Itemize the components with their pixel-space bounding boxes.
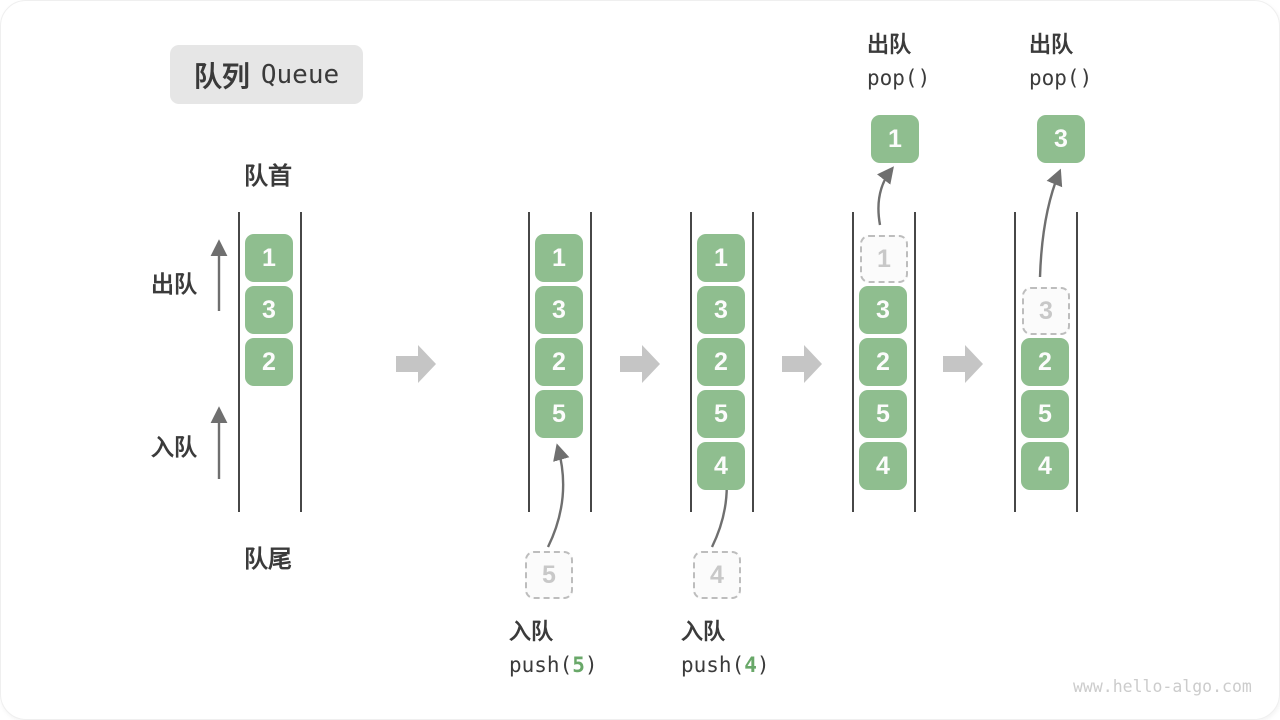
queue-cell: 1 <box>697 234 745 282</box>
queue-cell: 2 <box>859 338 907 386</box>
queue-cell: 5 <box>859 390 907 438</box>
op-code-arg: 4 <box>744 653 757 677</box>
op-code-fn: push( <box>509 653 573 677</box>
op-pop1-code: pop() <box>867 66 931 90</box>
queue-wall <box>914 212 916 512</box>
pop1-arrow-icon <box>877 166 894 226</box>
queue-cell: 2 <box>697 338 745 386</box>
op-push4-name: 入队 <box>681 619 726 644</box>
popped-cell: 1 <box>871 115 919 163</box>
queue-cell: 2 <box>535 338 583 386</box>
title-badge: 队列 Queue <box>170 45 363 104</box>
queue-cell: 1 <box>535 234 583 282</box>
queue-cell: 4 <box>697 442 745 490</box>
op-pop1-name: 出队 <box>867 32 912 57</box>
op-code-fn: push( <box>681 653 745 677</box>
op-pop2-name: 出队 <box>1029 32 1074 57</box>
op-label-pop2: 出队 pop() <box>1029 34 1092 89</box>
op-label-push4: 入队 push(4) <box>681 621 770 676</box>
pop2-arrow-icon <box>1038 168 1063 278</box>
queue-wall <box>238 212 240 512</box>
queue-cell: 3 <box>535 286 583 334</box>
op-label-pop1: 出队 pop() <box>867 34 930 89</box>
op-code-close: ) <box>584 653 598 677</box>
queue-wall <box>690 212 692 512</box>
queue-wall <box>528 212 530 512</box>
queue-cell: 4 <box>859 442 907 490</box>
queue-wall <box>852 212 854 512</box>
queue-rear-label: 队尾 <box>244 546 292 573</box>
queue-cell: 5 <box>697 390 745 438</box>
removed-cell: 3 <box>1022 287 1070 335</box>
step-arrow-icon <box>620 345 660 383</box>
removed-cell: 1 <box>860 235 908 283</box>
incoming-cell: 4 <box>693 551 741 599</box>
queue-cell: 3 <box>697 286 745 334</box>
op-pop2-code: pop() <box>1029 66 1093 90</box>
queue-cell: 3 <box>859 286 907 334</box>
step-arrow-icon <box>943 345 983 383</box>
push5-arrow-icon <box>546 443 570 548</box>
queue-cell: 2 <box>245 338 293 386</box>
queue-cell: 3 <box>245 286 293 334</box>
queue-cell: 4 <box>1021 442 1069 490</box>
op-code-arg: 5 <box>572 653 585 677</box>
step-arrow-icon <box>396 345 436 383</box>
queue-wall <box>300 212 302 512</box>
queue-cell: 5 <box>1021 390 1069 438</box>
op-push5-name: 入队 <box>509 619 554 644</box>
step-arrow-icon <box>782 345 822 383</box>
queue-front-label: 队首 <box>244 163 292 190</box>
popped-cell: 3 <box>1037 115 1085 163</box>
queue-wall <box>1014 212 1016 512</box>
queue-cell: 5 <box>535 390 583 438</box>
op-push5-code: push(5) <box>509 655 598 676</box>
incoming-cell: 5 <box>525 551 573 599</box>
watermark: www.hello-algo.com <box>1073 677 1252 696</box>
title-en: Queue <box>260 59 340 90</box>
queue-wall <box>752 212 754 512</box>
op-push4-code: push(4) <box>681 655 770 676</box>
queue-cell: 1 <box>245 234 293 282</box>
op-code-close: ) <box>756 653 770 677</box>
title-zh: 队列 <box>193 60 250 92</box>
queue-wall <box>590 212 592 512</box>
queue-wall <box>1076 212 1078 512</box>
dequeue-side-label: 出队 <box>151 271 197 297</box>
queue-cell: 2 <box>1021 338 1069 386</box>
enqueue-side-label: 入队 <box>151 434 197 460</box>
op-label-push5: 入队 push(5) <box>509 621 598 676</box>
